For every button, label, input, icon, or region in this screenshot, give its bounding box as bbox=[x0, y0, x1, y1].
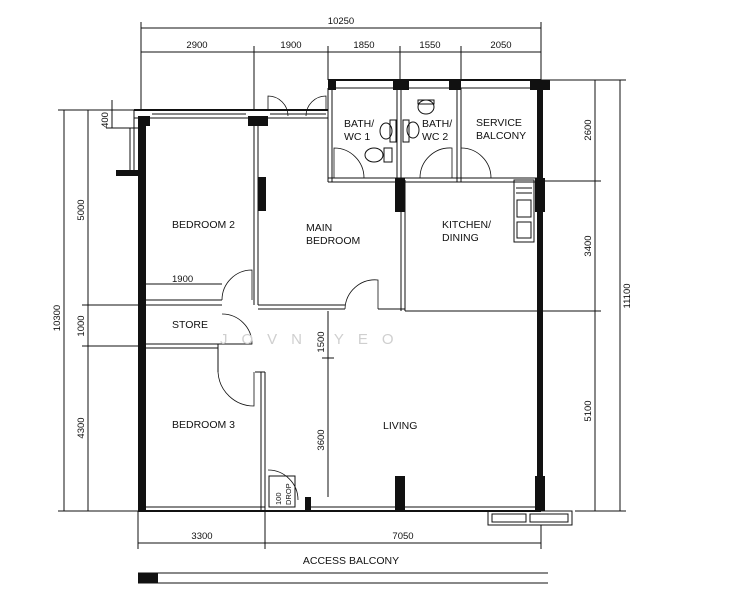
dim-right-seg-2: 3400 bbox=[583, 235, 594, 256]
dim-store-width: 1900 bbox=[172, 274, 193, 285]
room-labels: BEDROOM 2 MAIN BEDROOM BATH/ WC 1 BATH/ … bbox=[172, 117, 526, 505]
dim-left-small: 400 bbox=[100, 112, 111, 128]
dim-right-seg-1: 2600 bbox=[583, 119, 594, 140]
interior-dimensions: 1900 1500 3600 bbox=[172, 274, 334, 451]
access-balcony: ACCESS BALCONY bbox=[138, 555, 548, 584]
label-bath2-line1: BATH/ bbox=[422, 118, 452, 130]
dim-bottom-seg-1: 3300 bbox=[191, 531, 212, 542]
fixtures bbox=[268, 99, 535, 508]
doors bbox=[217, 95, 492, 501]
dim-top-seg-1: 2900 bbox=[186, 40, 207, 51]
label-kitchen-line2: DINING bbox=[442, 232, 479, 244]
label-refuse-drop: DROP bbox=[284, 483, 293, 505]
dim-living-upper: 1500 bbox=[316, 331, 327, 352]
dim-right-total: 11100 bbox=[622, 283, 633, 308]
dim-top-total: 10250 bbox=[328, 16, 354, 27]
label-bath1-line2: WC 1 bbox=[344, 131, 370, 143]
label-refuse-100: 100 bbox=[274, 492, 283, 505]
dim-bottom-seg-2: 7050 bbox=[392, 531, 413, 542]
bottom-dimensions: 3300 7050 bbox=[137, 511, 542, 549]
outer-walls bbox=[116, 79, 573, 526]
label-bath2-line2: WC 2 bbox=[422, 131, 448, 143]
dim-top-seg-5: 2050 bbox=[490, 40, 511, 51]
left-dimensions: 10300 5000 1000 4300 400 bbox=[52, 100, 141, 512]
dim-top-seg-4: 1550 bbox=[419, 40, 440, 51]
dim-left-seg-3: 4300 bbox=[76, 417, 87, 438]
label-store: STORE bbox=[172, 319, 208, 331]
label-bedroom-2: BEDROOM 2 bbox=[172, 219, 235, 231]
interior-walls bbox=[146, 88, 541, 511]
label-service-line1: SERVICE bbox=[476, 117, 522, 129]
dim-left-seg-2: 1000 bbox=[76, 315, 87, 336]
label-living: LIVING bbox=[383, 420, 417, 432]
label-access-balcony: ACCESS BALCONY bbox=[303, 555, 399, 567]
watermark-text: JOVN YEO bbox=[220, 331, 408, 348]
dim-left-seg-1: 5000 bbox=[76, 199, 87, 220]
dim-top-seg-2: 1900 bbox=[280, 40, 301, 51]
label-main-bedroom-line1: MAIN bbox=[306, 222, 332, 234]
right-dimensions: 11100 2600 3400 5100 bbox=[541, 79, 633, 512]
label-service-line2: BALCONY bbox=[476, 130, 526, 142]
label-bedroom-3: BEDROOM 3 bbox=[172, 419, 235, 431]
label-bath1-line1: BATH/ bbox=[344, 118, 374, 130]
dim-right-seg-3: 5100 bbox=[583, 400, 594, 421]
dim-top-seg-3: 1850 bbox=[353, 40, 374, 51]
label-kitchen-line1: KITCHEN/ bbox=[442, 219, 491, 231]
top-dimensions: 10250 2900 1900 1850 1550 2050 bbox=[140, 16, 542, 110]
dim-living-lower: 3600 bbox=[316, 429, 327, 450]
dim-left-total: 10300 bbox=[52, 305, 63, 331]
label-main-bedroom-line2: BEDROOM bbox=[306, 235, 360, 247]
